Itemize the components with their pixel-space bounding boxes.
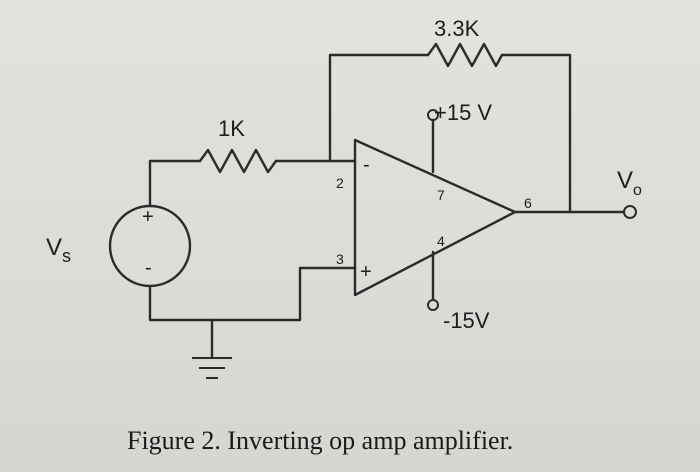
output-terminal bbox=[623, 205, 637, 219]
ground-symbol bbox=[192, 357, 232, 379]
source-voltage-label: V bbox=[46, 234, 62, 261]
opamp-noninverting-sign: + bbox=[360, 261, 372, 283]
pin-4-label: 4 bbox=[437, 233, 445, 249]
noninverting-wire bbox=[148, 266, 357, 322]
neg-supply-label: -15V bbox=[443, 308, 490, 333]
voltage-source bbox=[108, 204, 192, 288]
pin-3-label: 3 bbox=[336, 251, 344, 267]
source-plus-sign: + bbox=[142, 206, 154, 228]
pin-2-label: 2 bbox=[336, 175, 344, 191]
op-amp bbox=[353, 138, 517, 297]
feedback-wire-left bbox=[328, 53, 430, 163]
pos-supply-label: +15 V bbox=[434, 100, 492, 125]
feedback-resistor bbox=[426, 42, 504, 68]
feedback-wire-right bbox=[500, 53, 572, 214]
neg-supply-terminal bbox=[427, 299, 439, 311]
source-voltage-subscript: s bbox=[62, 246, 71, 266]
output-voltage-label: V bbox=[617, 167, 633, 194]
source-minus-sign: - bbox=[145, 257, 152, 279]
opamp-inverting-sign: - bbox=[363, 154, 370, 176]
input-wire-left bbox=[148, 159, 202, 207]
output-voltage-subscript: o bbox=[633, 182, 642, 199]
pos-supply-terminal bbox=[427, 109, 439, 121]
figure-caption: Figure 2. Inverting op amp amplifier. bbox=[127, 426, 513, 455]
pin-6-label: 6 bbox=[524, 195, 532, 211]
input-resistor bbox=[198, 148, 278, 174]
input-resistor-label: 1K bbox=[218, 116, 245, 141]
pin-7-label: 7 bbox=[437, 187, 445, 203]
feedback-resistor-label: 3.3K bbox=[434, 16, 480, 41]
